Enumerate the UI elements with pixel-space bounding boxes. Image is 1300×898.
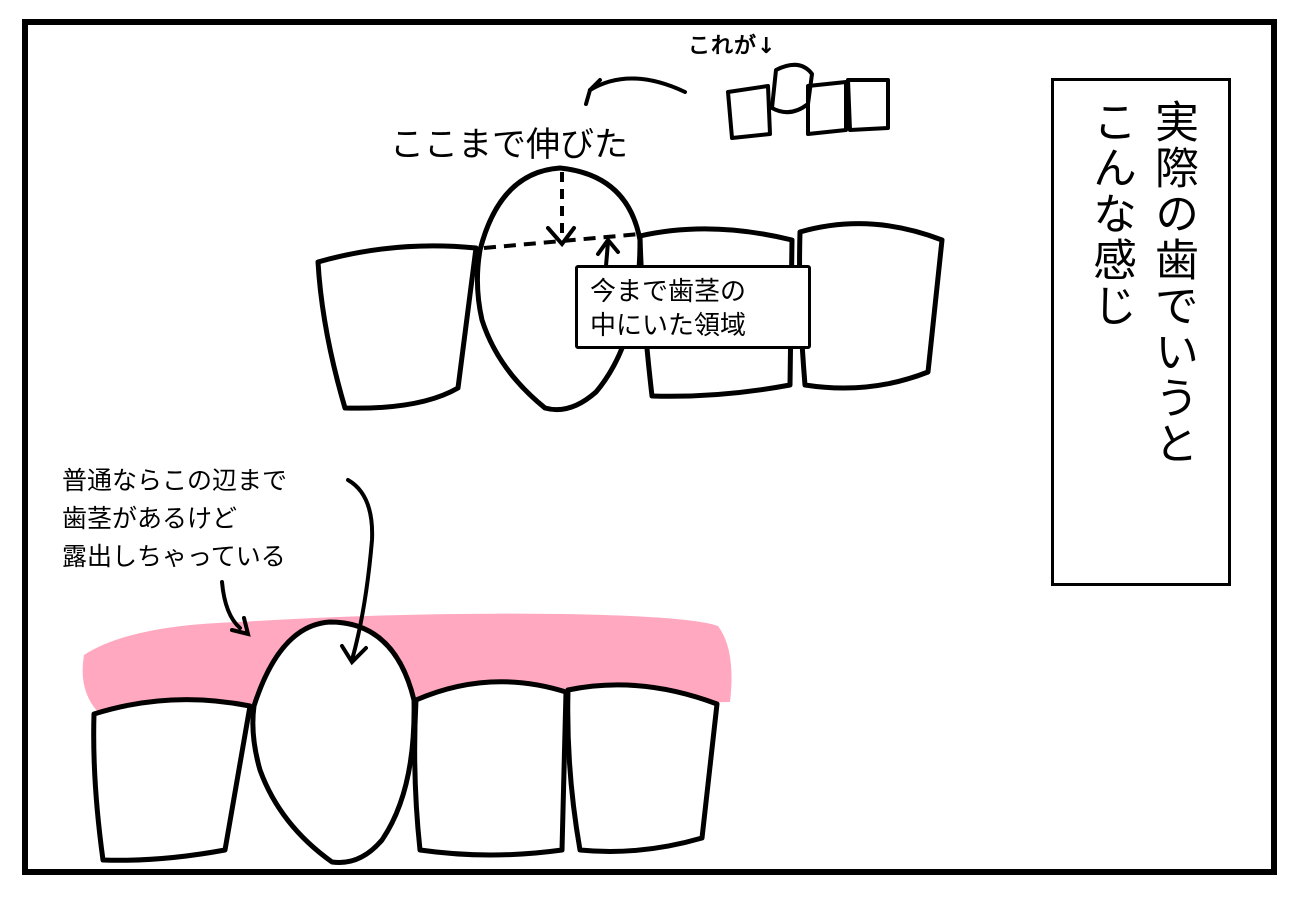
exposed-note-line1: 普通ならこの辺まで: [62, 462, 287, 500]
exposed-note-line2: 歯茎があるけど: [62, 500, 287, 538]
title-box: 実際の歯でいうと こんな感じ: [1051, 78, 1231, 586]
inside-gum-label-box: 今まで歯茎の 中にいた領域: [575, 265, 811, 349]
exposed-note-line3: 露出しちゃっている: [62, 538, 287, 576]
extended-label: ここまで伸びた: [390, 124, 628, 167]
small-teeth-sketch: [728, 65, 888, 138]
inside-gum-label-line2: 中にいた領域: [590, 310, 746, 343]
title-line1: 実際の歯でいうと: [1150, 99, 1194, 467]
top-note: これが↓: [688, 28, 776, 60]
gum-arrow-left: [222, 582, 240, 628]
title-line2: こんな感じ: [1088, 99, 1132, 329]
exposed-note: 普通ならこの辺まで 歯茎があるけど 露出しちゃっている: [62, 462, 287, 576]
curved-pointer-arrow: [590, 78, 685, 92]
inside-gum-label-line1: 今まで歯茎の: [590, 276, 746, 309]
